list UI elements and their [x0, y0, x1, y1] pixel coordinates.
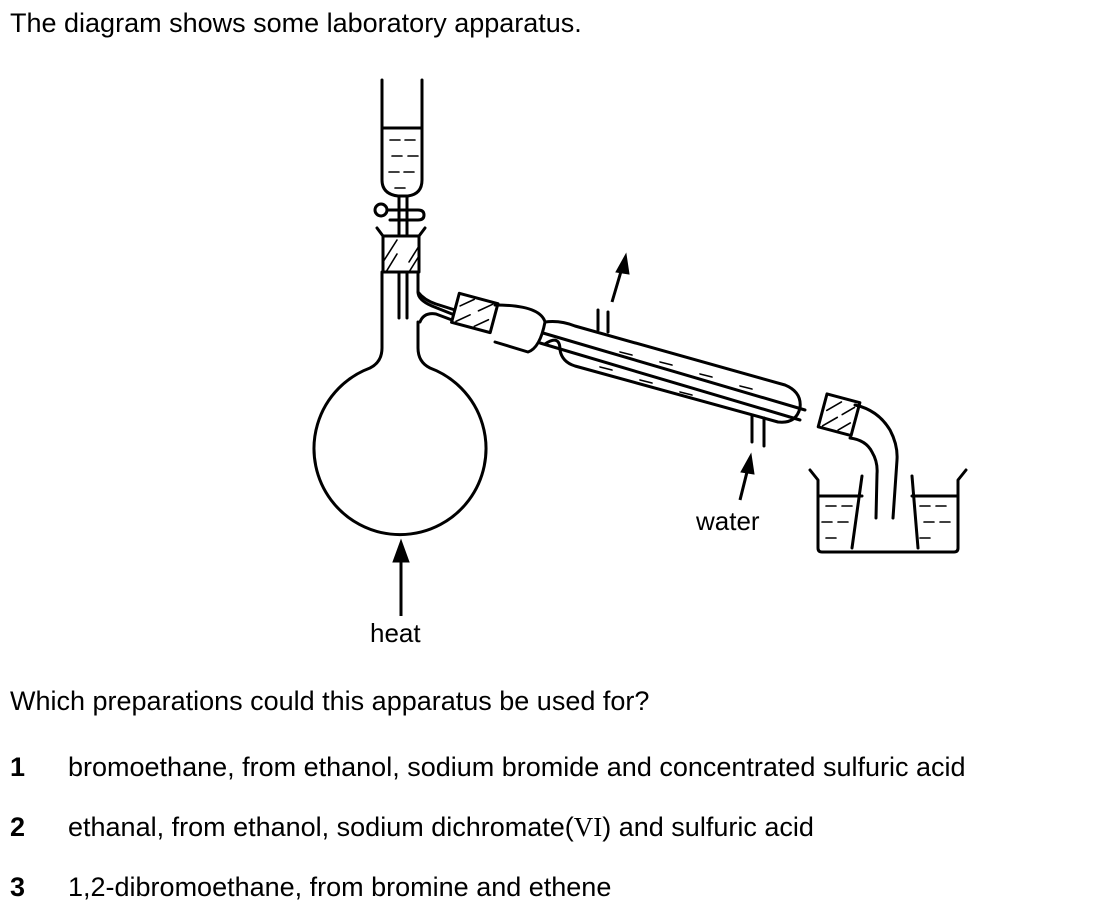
option-1: 1 bromoethane, from ethanol, sodium bromi… [10, 752, 966, 783]
option-text: bromoethane, from ethanol, sodium bromid… [68, 752, 966, 782]
water-out-arrow [610, 267, 624, 303]
option-3: 3 1,2-dibromoethane, from bromine and eth… [10, 872, 611, 903]
water-in-arrowhead [740, 452, 755, 475]
option-number: 2 [10, 812, 26, 842]
option-text: 1,2-dibromoethane, from bromine and ethe… [68, 872, 612, 902]
water-out-arrowhead [615, 252, 630, 275]
option-text-part-b: ) and sulfuric acid [602, 812, 814, 842]
intro-text: The diagram shows some laboratory appara… [10, 8, 582, 38]
heat-label: heat [370, 618, 421, 648]
flask-stopper [375, 226, 427, 274]
option-text-part-a: ethanal, from ethanol, sodium dichromate… [68, 812, 574, 842]
water-label: water [695, 506, 760, 536]
condenser-bung-outlet [816, 392, 862, 438]
option-text-roman: VI [573, 812, 603, 842]
option-2: 2 ethanal, from ethanol, sodium dichromat… [10, 812, 814, 843]
question-text: Which preparations could this apparatus … [10, 686, 650, 716]
liebig-condenser [538, 308, 807, 448]
tap-icon [373, 202, 426, 222]
condenser-bung-inlet [450, 291, 500, 335]
heat-arrowhead [392, 538, 410, 563]
option-number: 3 [10, 872, 26, 902]
option-number: 1 [10, 752, 26, 782]
receiving-beaker [808, 468, 968, 554]
apparatus-diagram: water heat [312, 78, 968, 648]
dropping-funnel [380, 78, 424, 320]
adapter-bulb [493, 303, 547, 354]
side-arm [416, 290, 457, 324]
delivery-tube [848, 403, 899, 520]
